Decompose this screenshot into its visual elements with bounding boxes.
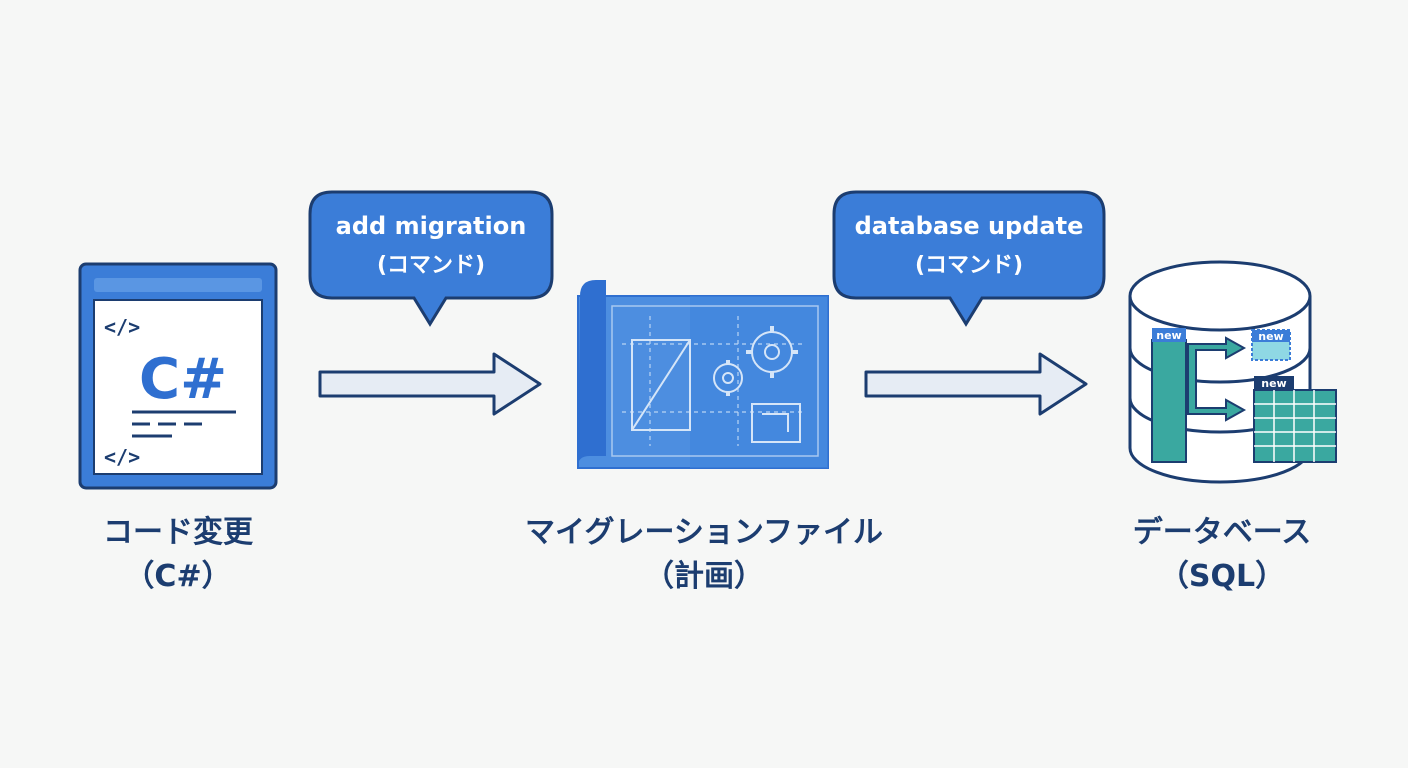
migration-node-sublabel: （計画） [644,559,764,594]
blueprint-icon [577,280,829,469]
arrow-right-icon [864,352,1088,416]
code-node-sublabel: （C#） [124,559,231,594]
code-lines [132,410,236,438]
database-icon: new new new [1128,260,1337,484]
code-tag-top: </> [104,315,140,339]
database-node: new new new [1128,260,1337,594]
step-add-migration: add migration (コマンド) [308,190,554,416]
bubble-command-name: database update [855,212,1084,240]
database-node-label: データベース [1133,515,1312,550]
bubble-command-note: (コマンド) [377,253,485,278]
database-node-sublabel: （SQL） [1159,559,1285,594]
new-table-grid: new [1253,376,1337,463]
migration-node-label: マイグレーションファイル [525,515,883,550]
code-tag-bottom: </> [104,445,140,469]
migration-file-node: マイグレーションファイル （計画） [525,280,883,594]
code-node-label: コード変更 [103,515,254,550]
arrow-right-icon [318,352,542,416]
step-database-update: database update (コマンド) [832,190,1106,416]
new-badge: new [1258,330,1283,343]
new-badge: new [1156,329,1181,342]
new-badge: new [1261,377,1286,390]
bubble-command-name: add migration [336,212,527,240]
speech-bubble-database-update: database update (コマンド) [832,190,1106,327]
csharp-code-file-icon: </> C# </> [78,262,278,490]
csharp-label: C# [139,347,227,412]
code-file-node: </> C# </> コード変更 （C#） [78,262,278,594]
speech-bubble-add-migration: add migration (コマンド) [308,190,554,327]
bubble-command-note: (コマンド) [915,253,1023,278]
